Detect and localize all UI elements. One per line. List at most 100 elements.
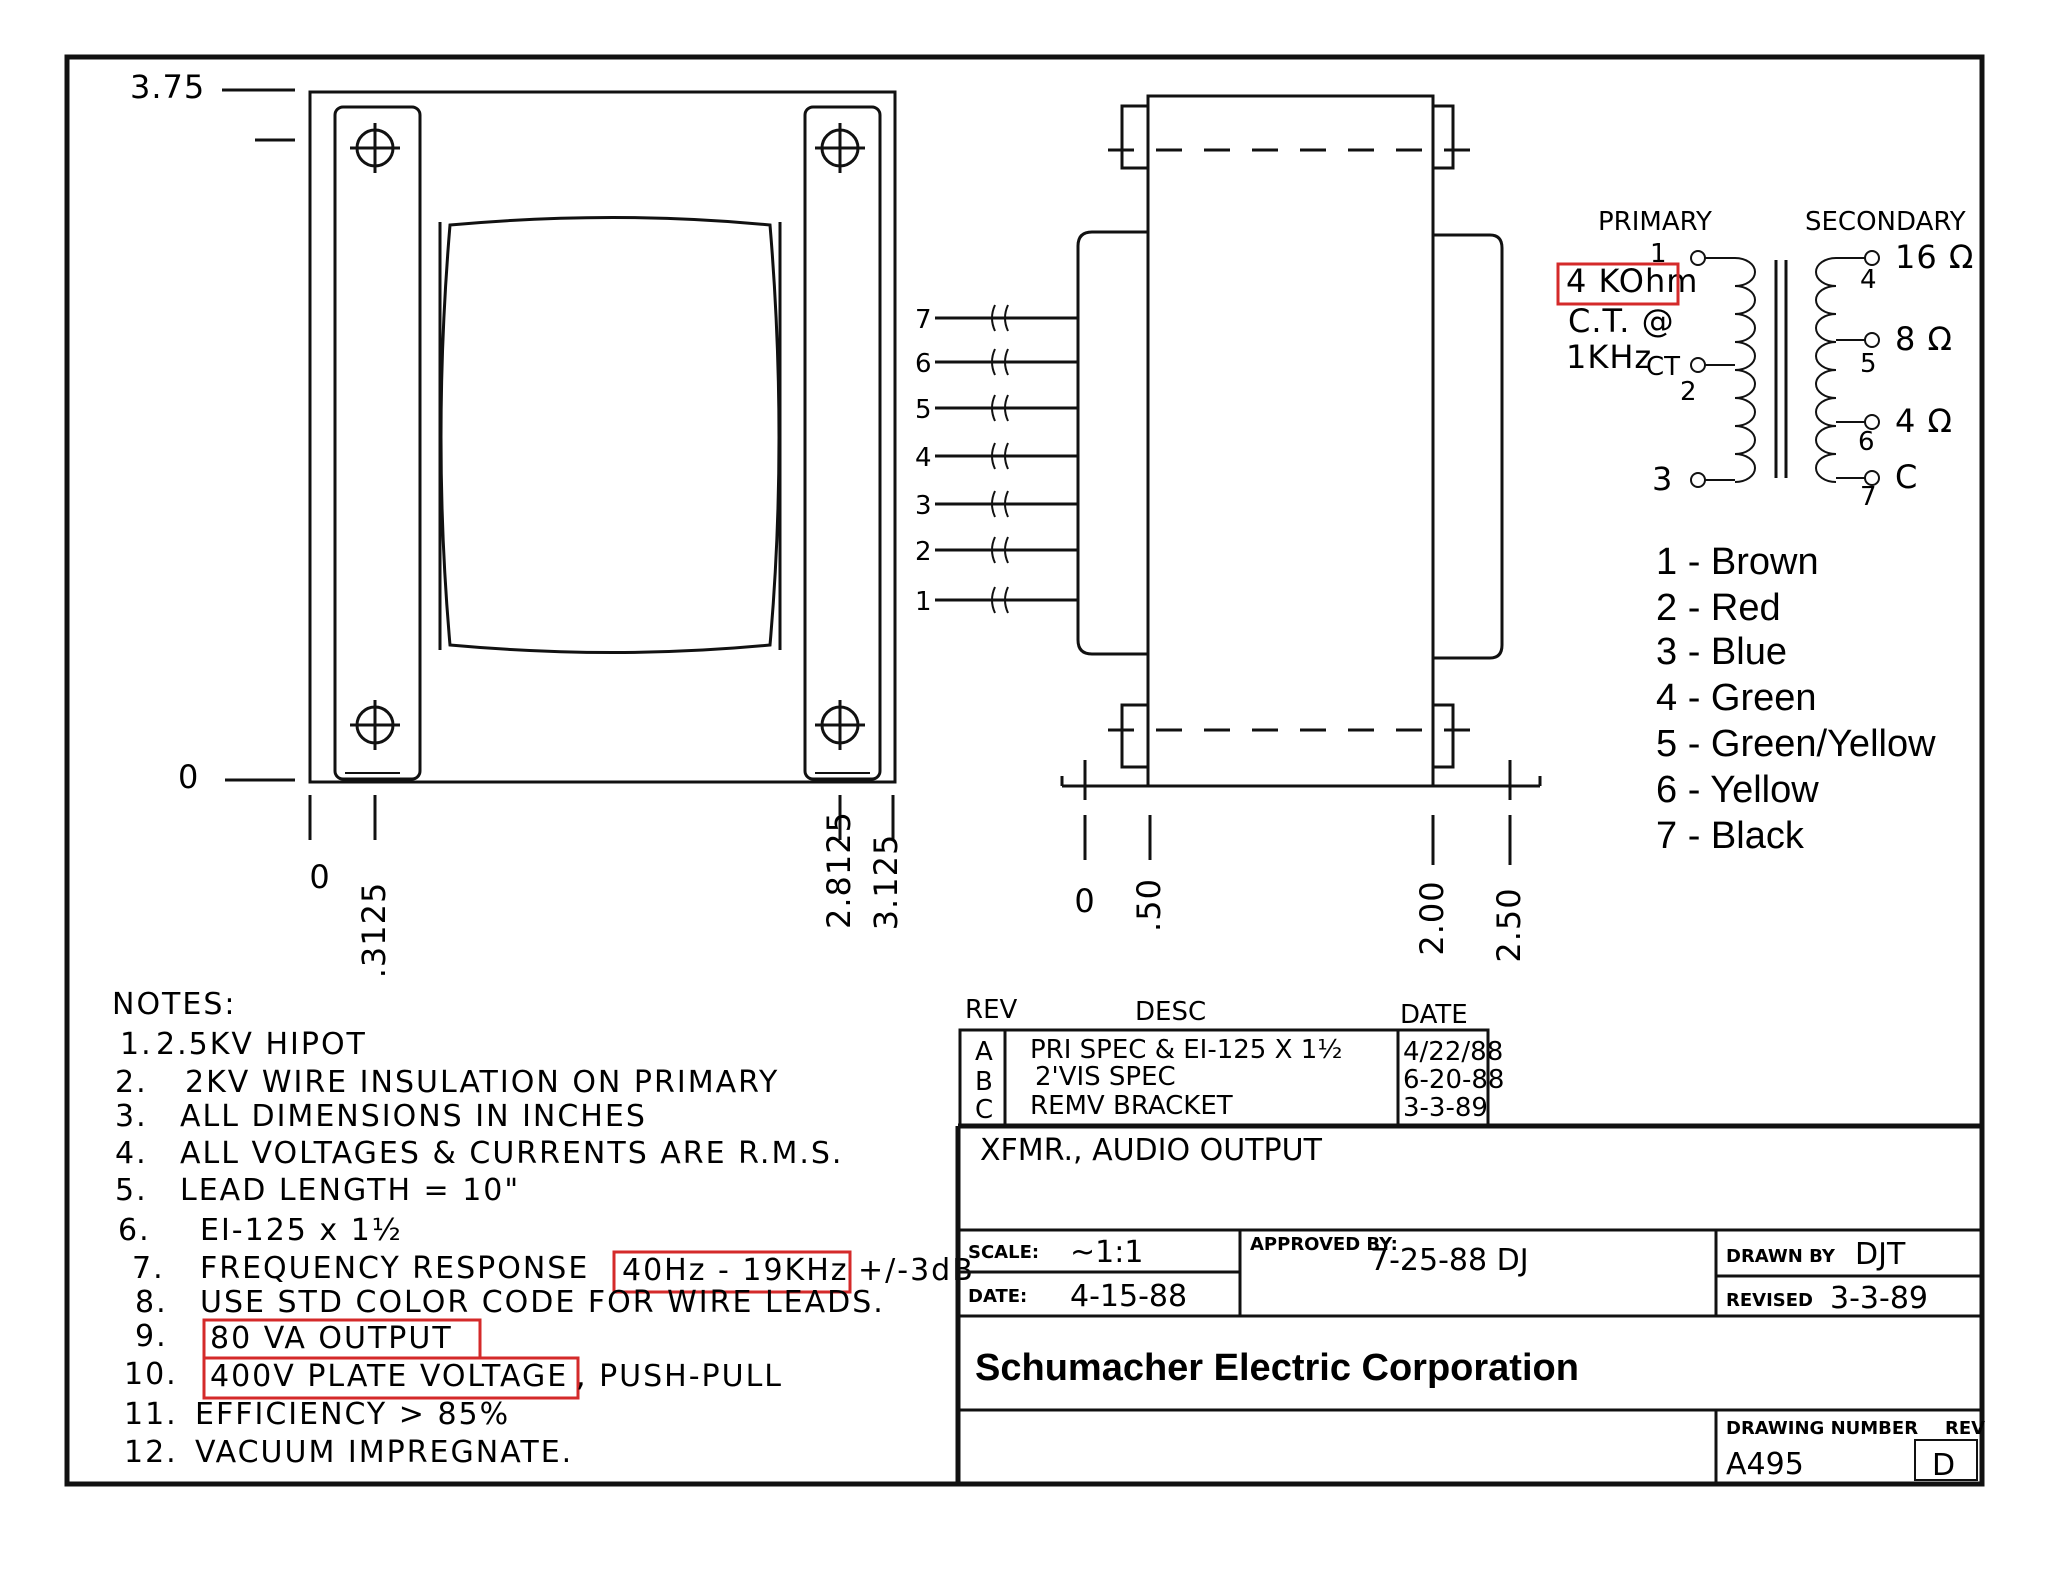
revised-label: REVISED	[1726, 1290, 1813, 1311]
drawing-number: A495	[1726, 1447, 1804, 1482]
lead-wire	[935, 348, 1078, 376]
lead-wire	[935, 304, 1078, 332]
rev-row-desc: REMV BRACKET	[1030, 1091, 1233, 1121]
secondary-label: SECONDARY	[1805, 207, 1966, 237]
dim-top: 3.75	[130, 68, 205, 106]
drawing-title: XFMR., AUDIO OUTPUT	[980, 1133, 1323, 1168]
primary-label: PRIMARY	[1598, 207, 1712, 237]
highlight-box	[1556, 262, 1680, 306]
rev-header: REV	[965, 995, 1017, 1025]
secondary-pin: 7	[1860, 482, 1877, 512]
sheet-border	[64, 54, 1985, 1487]
lead-number: 2	[915, 537, 932, 567]
drawn-value: DJT	[1855, 1237, 1906, 1272]
tap-label: 16 Ω	[1895, 238, 1974, 276]
primary-winding	[1734, 257, 1756, 483]
lead-wire	[935, 586, 1078, 614]
secondary-pin: 4	[1860, 265, 1877, 295]
ct-note-2: 1KHz	[1566, 338, 1652, 376]
note-number: 6.	[118, 1213, 151, 1248]
lead-wire	[935, 536, 1078, 564]
color-code-item: 4 - Green	[1656, 677, 1817, 719]
side-view: 7 6 5 4 3 2 1 0 .50 2.00 2.50	[915, 94, 1542, 963]
notes: NOTES: 1. 2.5KV HIPOT 2. 2KV WIRE INSULA…	[112, 987, 975, 1470]
dim-bottom: 0	[178, 758, 199, 796]
rev-row-letter: B	[975, 1067, 993, 1097]
note-text: 2KV WIRE INSULATION ON PRIMARY	[185, 1065, 779, 1100]
lead-number: 1	[915, 587, 932, 617]
approved-value: 7-25-88 DJ	[1370, 1243, 1529, 1278]
tap-label: C	[1895, 458, 1918, 496]
ct-label: CT	[1646, 352, 1680, 382]
rev-row-letter: A	[975, 1037, 993, 1067]
note-boxed: 80 VA OUTPUT	[210, 1321, 453, 1356]
lead-number: 6	[915, 349, 932, 379]
front-coil	[439, 216, 781, 654]
date-header: DATE	[1400, 1000, 1468, 1030]
rev-row-letter: C	[975, 1095, 993, 1125]
dim-x-0: 0	[309, 858, 330, 896]
schematic: PRIMARY SECONDARY 4 KOhm C.T. @ 1KHz CT …	[1556, 207, 1974, 512]
secondary-winding	[1815, 257, 1837, 483]
lead-number: 4	[915, 443, 932, 473]
rev-row-date: 3-3-89	[1403, 1093, 1488, 1123]
approved-label: APPROVED BY:	[1250, 1234, 1398, 1255]
side-dim-250: 2.50	[1490, 887, 1528, 962]
rev-row-date: 4/22/88	[1403, 1037, 1503, 1067]
date-label: DATE:	[968, 1286, 1027, 1307]
rev-value: D	[1932, 1448, 1955, 1483]
note-text: ALL DIMENSIONS IN INCHES	[180, 1099, 647, 1134]
primary-pin: 3	[1652, 460, 1673, 498]
mounting-hole-icon	[350, 123, 400, 173]
note-text: VACUUM IMPREGNATE.	[195, 1435, 573, 1470]
title-block: XFMR., AUDIO OUTPUT SCALE: ~1:1 DATE: 4-…	[955, 1123, 1985, 1484]
highlight-box	[202, 1356, 580, 1400]
secondary-pin: 6	[1858, 427, 1875, 457]
color-code-item: 3 - Blue	[1656, 631, 1787, 673]
rev-row-desc: PRI SPEC & EI-125 X 1½	[1030, 1035, 1342, 1065]
lead-wire	[935, 490, 1078, 518]
mounting-hole-icon	[815, 700, 865, 750]
note-suffix: +/-3dB	[858, 1253, 975, 1288]
drawn-label: DRAWN BY	[1726, 1246, 1836, 1267]
note-boxed: 400V PLATE VOLTAGE	[210, 1359, 568, 1394]
lead-number: 7	[915, 305, 932, 335]
note-text: EI-125 x 1½	[200, 1213, 403, 1248]
company-name: Schumacher Electric Corporation	[975, 1347, 1579, 1389]
side-dim-50: .50	[1130, 878, 1168, 932]
desc-header: DESC	[1135, 997, 1206, 1027]
mounting-hole-icon	[815, 123, 865, 173]
tap-label: 4 Ω	[1895, 402, 1953, 440]
dim-x-3125: .3125	[355, 882, 393, 979]
note-number: 9.	[135, 1319, 168, 1354]
primary-pin: 2	[1680, 377, 1697, 407]
dim-x-3125-full: 3.125	[867, 834, 905, 931]
primary-pin: 1	[1650, 239, 1667, 269]
note-boxed: 40Hz - 19KHz	[622, 1253, 849, 1288]
note-text: LEAD LENGTH = 10"	[180, 1173, 520, 1208]
notes-title: NOTES:	[112, 987, 237, 1022]
color-code-item: 7 - Black	[1656, 815, 1805, 857]
color-code-item: 5 - Green/Yellow	[1656, 723, 1936, 765]
highlight-box	[612, 1250, 852, 1294]
note-number: 12.	[124, 1435, 178, 1470]
scale-label: SCALE:	[968, 1242, 1039, 1263]
note-number: 2.	[115, 1065, 148, 1100]
front-right-leg	[803, 105, 882, 781]
side-dim-200: 2.00	[1413, 880, 1451, 955]
color-code-legend: 1 - Brown 2 - Red 3 - Blue 4 - Green 5 -…	[1656, 541, 1936, 857]
note-number: 8.	[135, 1285, 168, 1320]
front-frame	[308, 90, 897, 784]
drawing-number-label: DRAWING NUMBER	[1726, 1418, 1918, 1439]
note-number: 10.	[124, 1357, 178, 1392]
note-number: 7.	[132, 1251, 165, 1286]
secondary-pin: 5	[1860, 349, 1877, 379]
mounting-hole-icon	[350, 700, 400, 750]
note-text: EFFICIENCY > 85%	[195, 1397, 510, 1432]
revised-value: 3-3-89	[1830, 1281, 1928, 1316]
note-text: USE STD COLOR CODE FOR WIRE LEADS.	[200, 1285, 885, 1320]
side-dim-0: 0	[1074, 882, 1095, 920]
note-text: 2.5KV HIPOT	[156, 1027, 367, 1062]
rev-row-desc: 2'VIS SPEC	[1035, 1062, 1176, 1092]
